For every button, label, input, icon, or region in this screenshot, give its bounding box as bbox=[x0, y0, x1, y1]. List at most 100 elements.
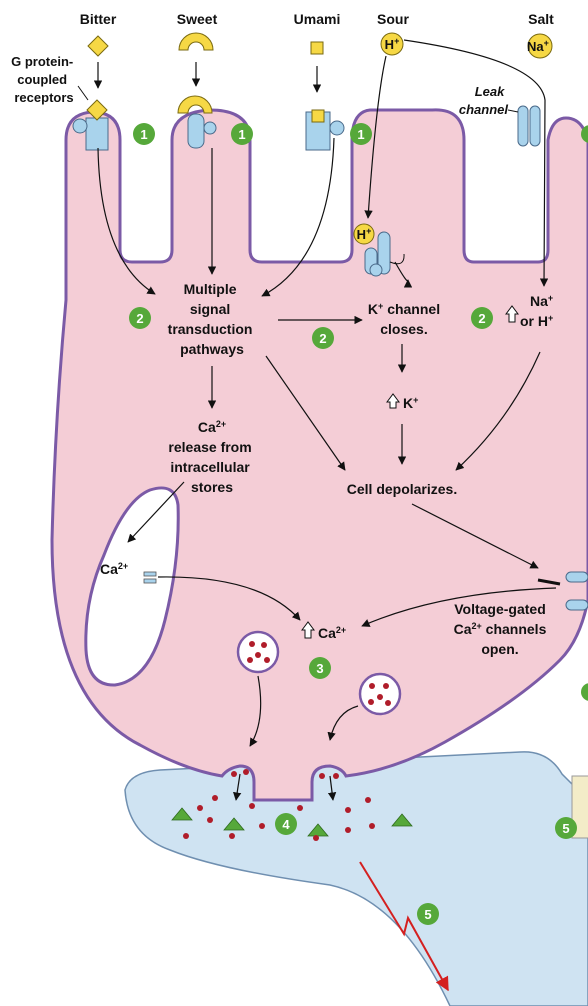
pathways-label: Multiple signal transduction pathways bbox=[168, 281, 257, 357]
sweet-ligand-bound bbox=[177, 95, 213, 114]
svg-text:2: 2 bbox=[478, 311, 485, 326]
depolarize-label: Cell depolarizes. bbox=[347, 481, 457, 497]
leak-channel bbox=[517, 105, 529, 147]
vgcc-channel bbox=[565, 571, 588, 583]
bitter-ligand bbox=[87, 35, 109, 57]
arrow bbox=[403, 39, 549, 287]
umami-label: Umami bbox=[294, 11, 341, 27]
na-ion-label: Na+ bbox=[527, 38, 549, 54]
neurotransmitter-receptor bbox=[223, 817, 245, 831]
vgcc-channel bbox=[565, 599, 588, 611]
increase-arrow-icon bbox=[301, 621, 315, 639]
umami-ligand bbox=[310, 41, 324, 55]
sensory-neuron bbox=[124, 751, 588, 1006]
arrow bbox=[232, 773, 242, 801]
g-protein bbox=[329, 120, 345, 136]
neurotransmitter-cloud bbox=[183, 795, 375, 841]
bitter-ligand-bound bbox=[86, 99, 108, 121]
arrow bbox=[389, 253, 405, 265]
step-badge-1-sweet: 1 bbox=[231, 123, 253, 145]
g-protein bbox=[203, 121, 217, 135]
sweet-ligand bbox=[178, 32, 214, 51]
arrow bbox=[411, 503, 539, 569]
ca-release-text: release from intracellular stores bbox=[168, 439, 255, 495]
g-protein bbox=[72, 118, 88, 134]
svg-text:2: 2 bbox=[319, 331, 326, 346]
intracellular-store bbox=[84, 486, 180, 687]
na-ion bbox=[527, 33, 553, 59]
exocytosis-dot bbox=[243, 769, 249, 775]
ca-release-label: Ca2+ bbox=[198, 419, 226, 435]
step-badge-2-pathways: 2 bbox=[129, 307, 151, 329]
svg-text:3: 3 bbox=[316, 661, 323, 676]
ca-increase-label: Ca2+ bbox=[318, 625, 346, 641]
step-badge-3: 3 bbox=[309, 657, 331, 679]
or-h-label: or H+ bbox=[520, 313, 553, 329]
arrow bbox=[507, 109, 519, 113]
k-increase-label: K+ bbox=[403, 395, 418, 411]
arrow bbox=[77, 85, 89, 101]
arrow bbox=[265, 355, 346, 471]
arrow bbox=[394, 261, 413, 288]
action-potential-arrow bbox=[359, 861, 449, 992]
step-badge-5-left bbox=[555, 817, 577, 839]
gpcr-label: G protein- coupled receptors bbox=[11, 54, 77, 105]
synaptic-vesicle bbox=[236, 630, 280, 674]
svg-text:1: 1 bbox=[357, 127, 364, 142]
leak-channel-label: Leak channel bbox=[459, 84, 509, 117]
arrow bbox=[455, 351, 541, 471]
svg-text:1: 1 bbox=[140, 127, 147, 142]
synaptic-vesicle bbox=[358, 672, 402, 716]
step-badge-partial bbox=[581, 125, 588, 143]
exocytosis-dot bbox=[333, 773, 339, 779]
k-channel-subunit bbox=[369, 263, 383, 277]
step-badge-partial bbox=[581, 683, 588, 701]
arrow bbox=[327, 705, 359, 741]
vgcc-label: Voltage-gated bbox=[454, 601, 546, 617]
k-channel-closes-label: K+ channel bbox=[368, 301, 440, 317]
step-badge-4: 4 bbox=[275, 813, 297, 835]
svg-text:2: 2 bbox=[136, 311, 143, 326]
taste-cell-body bbox=[50, 108, 588, 802]
neurotransmitter-receptor bbox=[171, 807, 193, 821]
arrow bbox=[127, 481, 185, 543]
er-ca-channel bbox=[143, 578, 157, 584]
step-number: 5 bbox=[562, 821, 569, 836]
arrow bbox=[97, 147, 156, 295]
step-badge-2-salt: 2 bbox=[471, 307, 493, 329]
arrow bbox=[157, 576, 301, 621]
bitter-receptor bbox=[85, 117, 109, 151]
increase-arrow-icon bbox=[505, 305, 519, 323]
vgcc-label-2: Ca2+ channels bbox=[454, 621, 547, 637]
salt-label: Salt bbox=[528, 11, 554, 27]
h-ion-label: H+ bbox=[385, 36, 400, 52]
neurotransmitter-receptor bbox=[391, 813, 413, 827]
step-badge-5: 5 bbox=[417, 903, 439, 925]
exocytosis-dot bbox=[231, 771, 237, 777]
step-badge-1-umami: 1 bbox=[350, 123, 372, 145]
increase-arrow-icon bbox=[386, 393, 400, 409]
k-channel bbox=[377, 231, 391, 275]
store-ca-label: Ca2+ bbox=[100, 561, 128, 577]
arrow bbox=[361, 587, 557, 627]
step-badge-1-bitter: 1 bbox=[133, 123, 155, 145]
exocytosis-dot bbox=[319, 773, 325, 779]
na-increase-label: Na+ bbox=[530, 293, 553, 309]
er-ca-channel bbox=[143, 571, 157, 577]
arrow bbox=[249, 675, 262, 747]
step-badge-2-k-channel: 2 bbox=[312, 327, 334, 349]
arrow bbox=[261, 137, 335, 297]
sour-label: Sour bbox=[377, 11, 409, 27]
h-ion-bound bbox=[353, 223, 375, 245]
arrow bbox=[364, 55, 387, 219]
vgcc-gate bbox=[537, 578, 561, 586]
vgcc-label-3: open. bbox=[481, 641, 518, 657]
svg-text:5: 5 bbox=[424, 907, 431, 922]
k-channel-closes-label-2: closes. bbox=[380, 321, 427, 337]
svg-text:1: 1 bbox=[238, 127, 245, 142]
arrow bbox=[327, 775, 337, 801]
svg-text:4: 4 bbox=[282, 817, 290, 832]
bitter-label: Bitter bbox=[80, 11, 117, 27]
h-ion-bound-label: H+ bbox=[357, 226, 372, 242]
